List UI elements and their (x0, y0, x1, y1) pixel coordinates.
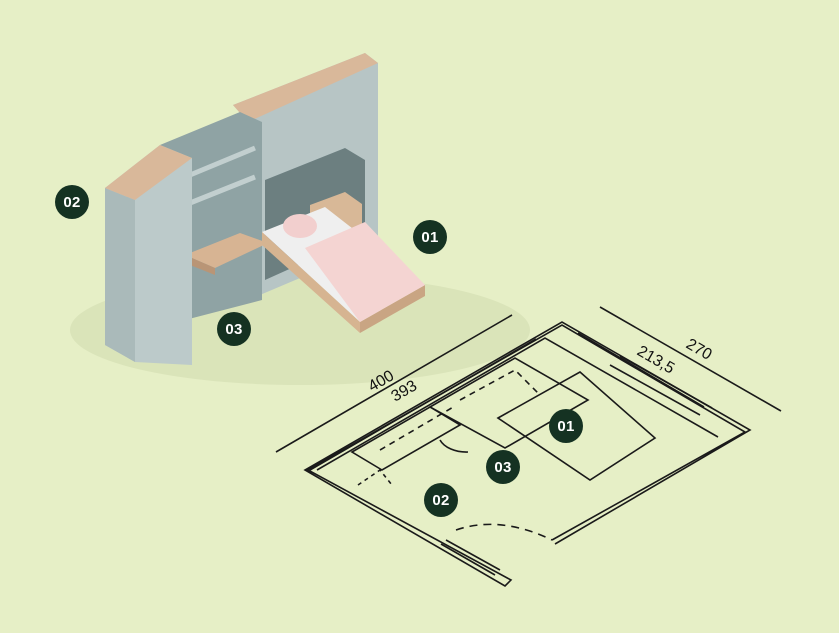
pillow (283, 214, 317, 238)
bed-blanket (305, 222, 425, 322)
desk-top (185, 233, 268, 268)
dimension-outer-width: 270 (683, 336, 715, 364)
tall-unit-top (233, 53, 378, 122)
plan-label-wardrobe: 02 (424, 483, 458, 517)
render-label-wardrobe: 02 (55, 185, 89, 219)
plan-label-bed: 01 (549, 409, 583, 443)
render-label-bed: 01 (413, 220, 447, 254)
wardrobe-top (105, 145, 192, 200)
plan-label-desk: 03 (486, 450, 520, 484)
render-label-desk: 03 (217, 312, 251, 346)
